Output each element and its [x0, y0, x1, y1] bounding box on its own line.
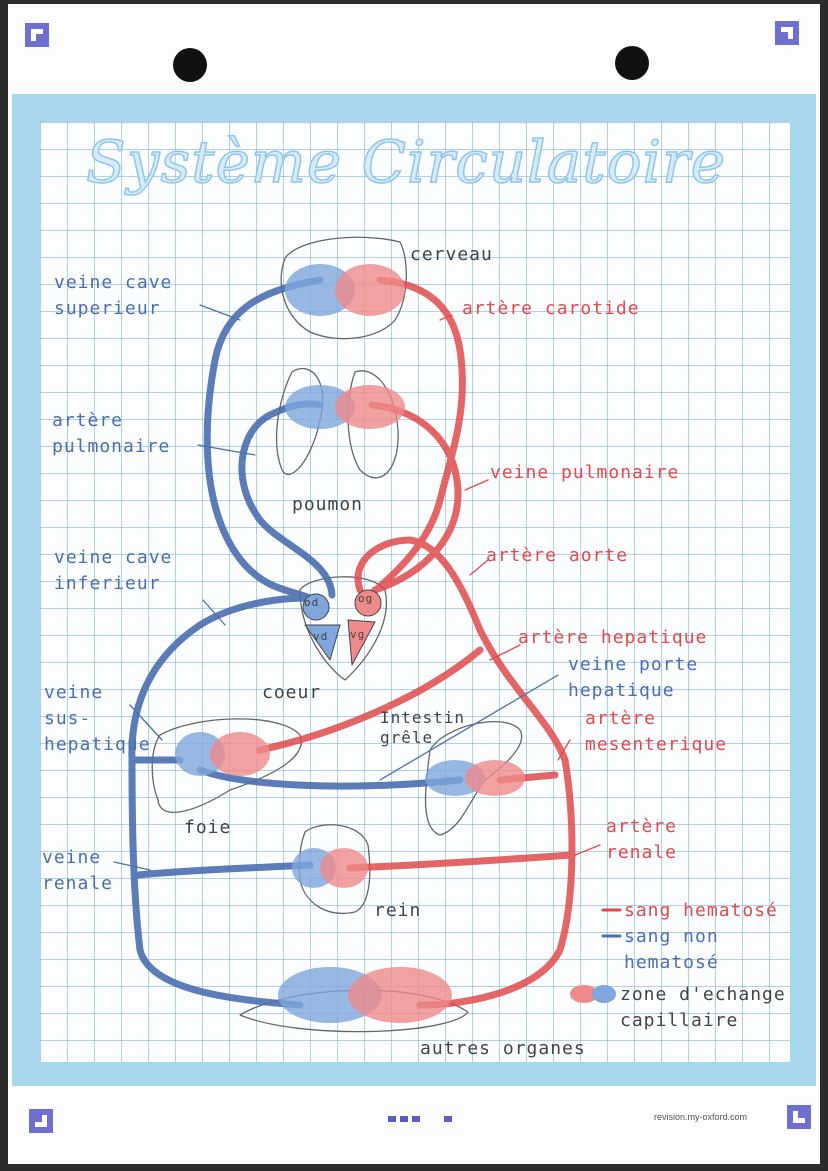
label-og: og: [358, 592, 374, 605]
pointer-line: [469, 559, 489, 576]
pointer-line: [202, 599, 226, 626]
corner-mark-icon: [787, 1105, 811, 1129]
legend-zone-echange: zone d'echange capillaire: [620, 984, 786, 1031]
label-veine-pulmonaire: veine pulmonaire: [490, 462, 680, 483]
heart-outline: [299, 576, 387, 681]
label-veine-cave-inferieur: veine cave inferieur: [54, 547, 173, 594]
footer-url: revision.my-oxford.com: [654, 1112, 748, 1122]
renal-artery: [346, 851, 576, 872]
label-poumon: poumon: [292, 494, 364, 515]
label-rein: rein: [374, 900, 422, 921]
corner-mark-icon: [775, 21, 799, 45]
aorta: [354, 536, 576, 1009]
label-vg: vg: [350, 628, 366, 641]
label-artere-aorte: artère aorte: [486, 545, 629, 566]
label-foie: foie: [184, 817, 232, 838]
carotid-artery: [366, 276, 466, 599]
label-autres-organes: autres organes: [420, 1038, 586, 1059]
pointer-line: [199, 304, 241, 321]
renal-vein: [134, 861, 314, 879]
label-veine-porte-hepatique: veine porte hepatique: [568, 654, 699, 701]
pointer-line: [129, 704, 163, 741]
label-veine-renale: veine renale: [42, 847, 114, 894]
binder-hole-right: [615, 46, 649, 80]
heart-vd: [304, 624, 341, 661]
hepatic-artery: [256, 646, 484, 754]
label-coeur: coeur: [262, 682, 322, 703]
pulmonary-vein: [368, 401, 462, 594]
pointer-line: [439, 314, 453, 321]
page-dot: [400, 1116, 408, 1122]
label-intestin-grele: Intestin grêle: [380, 708, 466, 747]
legend-capillary-mark: [570, 985, 616, 1003]
heart-vg: [347, 619, 376, 666]
legend-sang-hematose: sang hematosé: [624, 900, 778, 921]
page-title: Système Circulatoire: [85, 127, 727, 197]
label-veine-sus-hepatique: veine sus- hepatique: [44, 682, 151, 755]
pointer-line: [574, 844, 601, 856]
pointer-line: [489, 644, 521, 661]
lung-left-outline: [276, 367, 324, 476]
label-cerveau: cerveau: [410, 244, 493, 265]
label-artere-pulmonaire: artère pulmonaire: [52, 410, 171, 457]
page-dot: [412, 1116, 420, 1122]
page-dot: [388, 1116, 396, 1122]
pointer-line: [197, 444, 256, 456]
grid-paper: [40, 122, 790, 1062]
notebook-page: revision.my-oxford.com: [8, 4, 820, 1164]
label-veine-cave-superieur: veine cave superieur: [54, 272, 173, 319]
legend-sang-non-hematose: sang non hematosé: [624, 926, 719, 973]
binder-hole-left: [173, 48, 207, 82]
pointer-line: [464, 479, 489, 491]
label-artere-carotide: artère carotide: [462, 298, 640, 319]
pointer-line: [113, 861, 151, 871]
page-dot: [444, 1116, 452, 1122]
heart-od: [302, 593, 330, 621]
pointer-line: [379, 674, 559, 781]
liver-outline: [151, 718, 302, 813]
label-artere-hepatique: artère hepatique: [518, 627, 708, 648]
capillary-zones: [175, 264, 525, 1023]
brain-outline: [280, 236, 407, 340]
label-vd: vd: [313, 630, 329, 643]
heart-og: [354, 589, 382, 617]
pointer-line: [557, 739, 571, 761]
label-od: od: [304, 596, 320, 609]
label-artere-renale: artère renale: [606, 816, 678, 863]
vena-cava-inferior: [128, 594, 326, 1009]
portal-vein: [196, 766, 464, 790]
corner-mark-icon: [25, 23, 49, 47]
label-artere-mesenterique: artère mesenterique: [585, 708, 728, 755]
corner-mark-icon: [29, 1109, 53, 1133]
